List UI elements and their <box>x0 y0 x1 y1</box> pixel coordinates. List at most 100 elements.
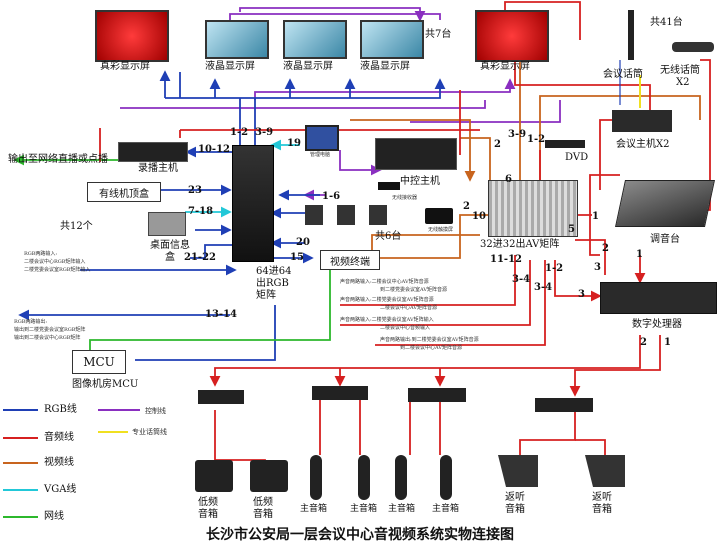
legend-audio: 音频线 <box>44 432 74 443</box>
legend-control: 控制线 <box>145 407 166 415</box>
main-speaker-1-label: 主音箱 <box>300 504 328 514</box>
recorder-label: 录播主机 <box>138 163 178 174</box>
admin-pc <box>305 125 339 151</box>
num-label: 5 <box>568 224 575 235</box>
conference-mic <box>628 10 634 60</box>
num-label: 23 <box>188 185 202 196</box>
main-speaker-2-label: 主音箱 <box>350 504 378 514</box>
num-label: 1 <box>636 249 643 260</box>
red-display-left <box>95 10 169 62</box>
num-label: 2 <box>640 337 647 348</box>
av-note-2: 到二楼党委会议室AV矩阵音源 <box>380 287 447 293</box>
admin-pc-label: 管理电脑 <box>310 152 331 158</box>
av-note-6: 二楼会议中心音频输入 <box>380 325 431 331</box>
rgb-in-2: 二楼党委会议室RGB矩阵输入 <box>24 267 91 273</box>
desk-count: 共12个 <box>60 221 93 232</box>
lcd-display-2-label: 液晶显示屏 <box>283 61 333 72</box>
num-label: 2 <box>494 139 501 150</box>
red-display-right <box>475 10 549 62</box>
main-speaker-3 <box>395 455 407 500</box>
wireless-touchpanel-label: 无线触摸屏 <box>428 227 454 233</box>
legend-mic: 专业话筒线 <box>132 428 167 436</box>
recorder-device <box>118 142 188 162</box>
lcd-display-2 <box>283 20 347 59</box>
wireless-mic-label: 无线话筒 <box>660 65 700 76</box>
num-label: 3-4 <box>512 274 531 285</box>
digital-processor <box>600 282 717 314</box>
desk-info-label: 桌面信息盒 <box>150 240 190 263</box>
num-label: 2 <box>602 243 609 254</box>
num-label: 1 <box>664 337 671 348</box>
lcd-display-1-label: 液晶显示屏 <box>205 61 255 72</box>
red-display-right-label: 真彩显示屏 <box>480 61 530 72</box>
legend-rgb: RGB线 <box>44 404 77 415</box>
num-label: 15 <box>290 252 304 263</box>
wireless-touchpanel <box>425 208 453 224</box>
red-display-left-label: 真彩显示屏 <box>100 61 150 72</box>
dsp-label: 数字处理器 <box>632 319 682 330</box>
av-note-8: 到二楼会议中心AV矩阵音源 <box>400 345 462 351</box>
lcd-count: 共7台 <box>425 29 452 40</box>
num-label: 10 <box>472 211 486 222</box>
lcd-display-3-label: 液晶显示屏 <box>360 61 410 72</box>
amplifier-1 <box>198 390 244 404</box>
num-label: 3 <box>594 262 601 273</box>
camera-group <box>305 205 395 225</box>
rgb-out-1: 输出到二楼党委会议室RGB矩阵 <box>14 327 86 333</box>
mixer-label: 调音台 <box>650 234 680 245</box>
num-label: 1-2 <box>527 134 546 145</box>
num-label: 3-9 <box>255 127 274 138</box>
av-note-7: 声音两路输出:到二楼党委会议室AV矩阵音源 <box>380 337 479 343</box>
mic-count: 共41台 <box>650 17 683 28</box>
diagram-title: 长沙市公安局一层会议中心音视频系统实物连接图 <box>206 527 514 542</box>
num-label: 3-4 <box>534 282 553 293</box>
rgb-in-1: 二楼会议中心RGB矩阵输入 <box>24 259 86 265</box>
amplifier-4 <box>535 398 593 412</box>
legend-video: 视频线 <box>44 457 74 468</box>
amplifier-3 <box>408 388 466 402</box>
main-speaker-2 <box>358 455 370 500</box>
num-label: 3 <box>578 289 585 300</box>
av-note-1: 声音两路输入:二楼会议中心AV矩阵音源 <box>340 279 429 285</box>
num-label: 11-12 <box>490 254 522 265</box>
num-label: 20 <box>296 237 310 248</box>
wireless-mic <box>672 42 714 52</box>
rgb-out-2: 输出到二楼会议中心RGB矩阵 <box>14 335 81 341</box>
main-speaker-4 <box>440 455 452 500</box>
legend-net: 网线 <box>44 511 64 522</box>
rgb-matrix-label: 64进64出RGB矩阵 <box>256 266 292 301</box>
amplifier-2 <box>312 386 368 400</box>
control-host-label: 中控主机 <box>400 176 440 187</box>
sub-speaker-2 <box>250 460 288 492</box>
control-host <box>375 138 457 170</box>
av-note-3: 声音两路输入:二楼党委会议室AV矩阵音源 <box>340 297 434 303</box>
num-label: 3-9 <box>508 129 527 140</box>
monitor-speaker-1-label: 返听音箱 <box>505 492 525 515</box>
conference-host-label: 会议主机X2 <box>616 139 670 150</box>
main-speaker-1 <box>310 455 322 500</box>
wireless-receiver-label: 无线接收器 <box>392 195 418 201</box>
monitor-speaker-2-label: 返听音箱 <box>592 492 612 515</box>
net-output-label: 输出至网络直播或点播 <box>8 154 108 165</box>
num-label: 21-22 <box>184 252 216 263</box>
num-label: 7-18 <box>188 206 214 217</box>
monitor-speaker-2 <box>585 455 625 487</box>
av-matrix-label: 32进32出AV矩阵 <box>480 239 560 250</box>
num-label: 10-12 <box>198 144 230 155</box>
mcu-room-label: 图像机房MCU <box>72 379 139 390</box>
num-label: 13-14 <box>205 309 237 320</box>
rgb-matrix <box>232 145 274 262</box>
main-speaker-3-label: 主音箱 <box>388 504 416 514</box>
av-note-5: 声音两路输入:二楼党委会议室AV矩阵输入 <box>340 317 434 323</box>
camera-count: 共6台 <box>375 231 402 242</box>
sub-speaker-1 <box>195 460 233 492</box>
legend-vga: VGA线 <box>44 484 77 495</box>
rgb-out-head: RGB两路输出: <box>14 319 48 325</box>
num-label: 2 <box>463 201 470 212</box>
num-label: 1-6 <box>322 191 341 202</box>
dvd-player <box>545 140 585 148</box>
lcd-display-1 <box>205 20 269 59</box>
num-label: 1-2 <box>230 127 249 138</box>
dvd-label: DVD <box>565 152 589 163</box>
wireless-receiver <box>378 182 400 190</box>
